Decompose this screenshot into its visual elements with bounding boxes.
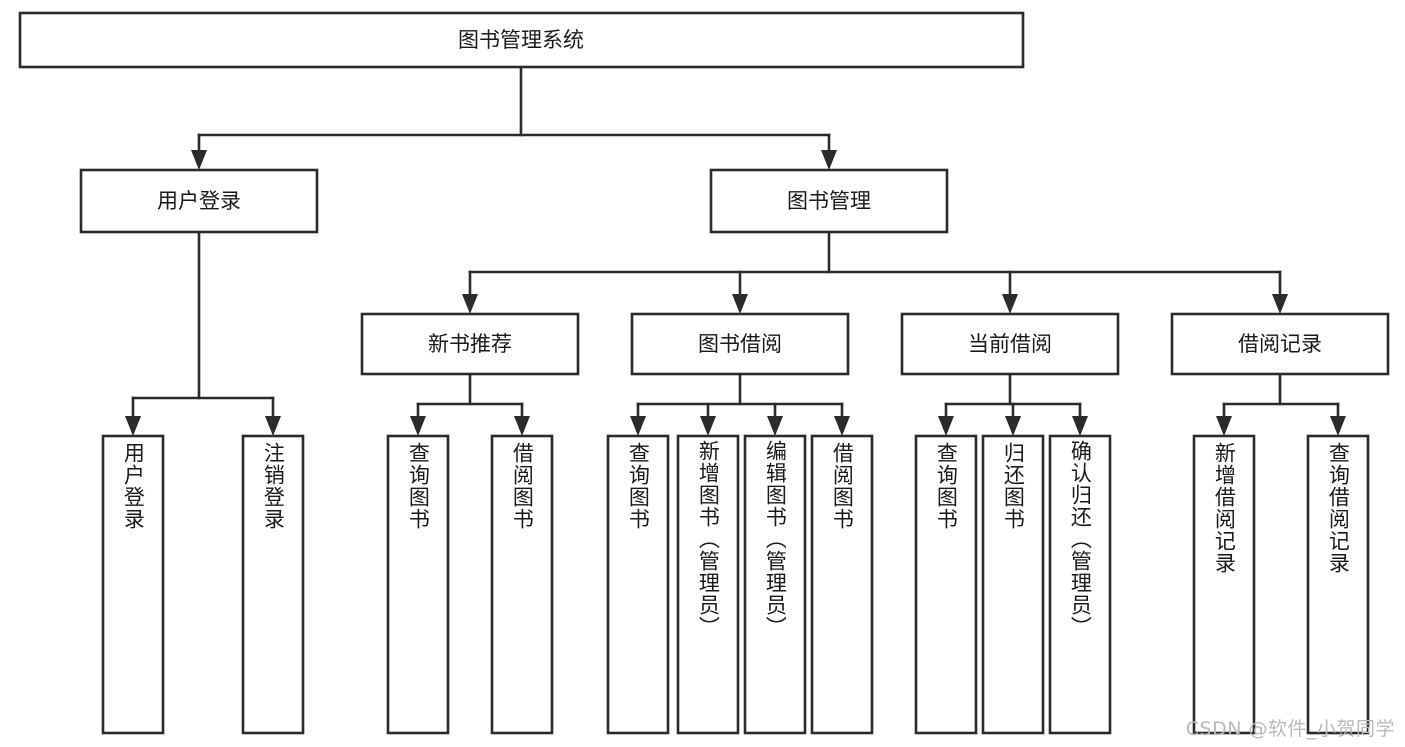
arrow-head-leaf-confirm-return (1072, 416, 1088, 436)
arrow-head-leaf-return-book (1005, 416, 1021, 436)
leaf-query-book-3[interactable]: 查询图书 (914, 434, 978, 735)
leaf-return-book[interactable]: 归还图书 (981, 434, 1045, 735)
leaf-borrow-book-2-label: 借阅图书 (830, 442, 855, 530)
arrow-head-new-book-rec (462, 294, 478, 314)
leaf-add-book[interactable]: 新增图书（管理员） (676, 434, 740, 735)
arrow-head-leaf-query-book-1 (410, 416, 426, 436)
node-root[interactable]: 图书管理系统 (18, 11, 1025, 69)
node-current-borrow[interactable]: 当前借阅 (900, 312, 1120, 376)
node-root-box[interactable] (18, 11, 1025, 69)
leaf-add-record-label: 新增借阅记录 (1212, 442, 1237, 574)
arrow-head-book-manage (821, 150, 837, 170)
arrow-head-leaf-query-book-2 (630, 416, 646, 436)
leaf-query-record-label: 查询借阅记录 (1326, 442, 1351, 574)
arrow-head-leaf-edit-book (767, 416, 783, 436)
leaf-add-record[interactable]: 新增借阅记录 (1192, 434, 1256, 735)
node-new-book-rec-box[interactable] (360, 312, 580, 376)
leaf-query-book-1-box[interactable] (386, 434, 450, 735)
node-borrow-record-label: 借阅记录 (1238, 332, 1322, 356)
leaf-add-book-label: 新增图书（管理员） (696, 440, 721, 638)
node-borrow-record[interactable]: 借阅记录 (1170, 312, 1390, 376)
arrow-head-leaf-add-book (700, 416, 716, 436)
node-book-manage-label: 图书管理 (787, 189, 871, 213)
leaf-confirm-return-label: 确认归还（管理员） (1068, 440, 1093, 638)
leaf-query-book-2[interactable]: 查询图书 (606, 434, 670, 735)
arrow-head-leaf-user-logout (265, 416, 281, 436)
leaf-query-book-3-label: 查询图书 (934, 442, 959, 530)
arrow-head-leaf-borrow-book-2 (834, 416, 850, 436)
leaf-return-book-label: 归还图书 (1001, 442, 1026, 530)
node-current-borrow-box[interactable] (900, 312, 1120, 376)
leaf-borrow-book-1[interactable]: 借阅图书 (490, 434, 554, 735)
node-book-borrow-label: 图书借阅 (698, 332, 782, 356)
node-user-login-label: 用户登录 (157, 189, 241, 213)
leaf-borrow-book-1-box[interactable] (490, 434, 554, 735)
leaf-add-record-box[interactable] (1192, 434, 1256, 735)
leaf-query-book-3-box[interactable] (914, 434, 978, 735)
node-new-book-rec-label: 新书推荐 (428, 332, 512, 356)
leaf-query-record[interactable]: 查询借阅记录 (1306, 434, 1370, 735)
node-current-borrow-label: 当前借阅 (968, 332, 1052, 356)
node-root-label: 图书管理系统 (458, 28, 584, 52)
leaf-edit-book-box[interactable] (743, 434, 807, 735)
node-borrow-record-box[interactable] (1170, 312, 1390, 376)
node-book-manage-box[interactable] (709, 168, 949, 234)
connector-layer (125, 65, 1346, 436)
arrow-head-leaf-add-record (1216, 416, 1232, 436)
node-new-book-rec[interactable]: 新书推荐 (360, 312, 580, 376)
leaf-query-book-1[interactable]: 查询图书 (386, 434, 450, 735)
node-book-manage[interactable]: 图书管理 (709, 168, 949, 234)
leaf-borrow-book-2-box[interactable] (810, 434, 874, 735)
arrow-head-book-borrow (732, 294, 748, 314)
arrow-head-leaf-query-book-3 (938, 416, 954, 436)
leaf-user-logout[interactable]: 注销登录 (241, 434, 305, 735)
leaf-confirm-return[interactable]: 确认归还（管理员） (1048, 434, 1112, 735)
leaf-return-book-box[interactable] (981, 434, 1045, 735)
arrow-head-leaf-borrow-book-1 (514, 416, 530, 436)
leaf-query-record-box[interactable] (1306, 434, 1370, 735)
leaf-user-logout-box[interactable] (241, 434, 305, 735)
node-user-login-box[interactable] (79, 168, 319, 234)
leaf-borrow-book-2[interactable]: 借阅图书 (810, 434, 874, 735)
node-book-borrow-box[interactable] (630, 312, 850, 376)
node-user-login[interactable]: 用户登录 (79, 168, 319, 234)
leaf-borrow-book-1-label: 借阅图书 (510, 442, 535, 530)
arrow-head-borrow-record (1272, 294, 1288, 314)
arrow-head-leaf-user-login (125, 416, 141, 436)
leaf-query-book-2-label: 查询图书 (626, 442, 651, 530)
node-book-borrow[interactable]: 图书借阅 (630, 312, 850, 376)
leaf-add-book-box[interactable] (676, 434, 740, 735)
arrow-head-leaf-query-record (1330, 416, 1346, 436)
leaf-confirm-return-box[interactable] (1048, 434, 1112, 735)
leaf-user-login[interactable]: 用户登录 (101, 434, 165, 735)
leaf-user-login-label: 用户登录 (121, 442, 146, 530)
leaf-query-book-1-label: 查询图书 (406, 442, 431, 530)
arrow-head-current-borrow (1002, 294, 1018, 314)
leaf-user-logout-label: 注销登录 (261, 442, 286, 530)
leaf-edit-book[interactable]: 编辑图书（管理员） (743, 434, 807, 735)
leaf-edit-book-label: 编辑图书（管理员） (763, 440, 788, 638)
arrow-head-user-login (191, 150, 207, 170)
leaf-user-login-box[interactable] (101, 434, 165, 735)
leaf-query-book-2-box[interactable] (606, 434, 670, 735)
